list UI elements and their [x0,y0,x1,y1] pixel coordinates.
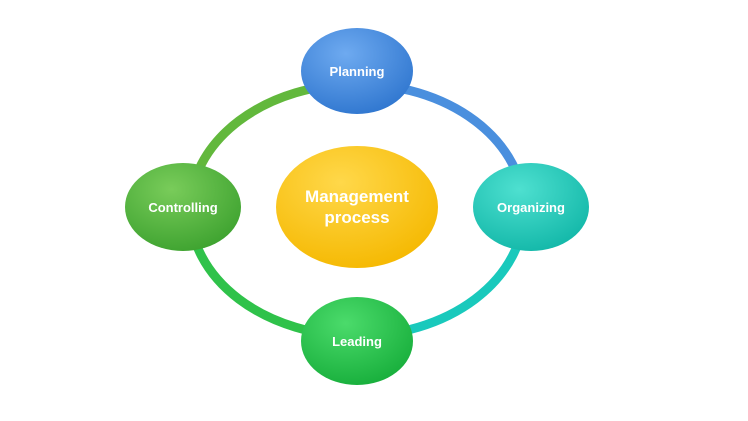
controlling-label: Controlling [148,200,217,215]
center-label-line1: Management [305,187,409,206]
node-leading: Leading [301,297,413,385]
node-organizing: Organizing [473,163,589,251]
node-planning: Planning [301,28,413,114]
planning-circle [301,28,413,114]
center-node: Management process [276,146,438,268]
organizing-label: Organizing [497,200,565,215]
node-controlling: Controlling [125,163,241,251]
planning-label: Planning [330,64,385,79]
center-circle [276,146,438,268]
leading-label: Leading [332,334,382,349]
center-label-line2: process [324,208,389,227]
controlling-circle [125,163,241,251]
organizing-circle [473,163,589,251]
leading-circle [301,297,413,385]
